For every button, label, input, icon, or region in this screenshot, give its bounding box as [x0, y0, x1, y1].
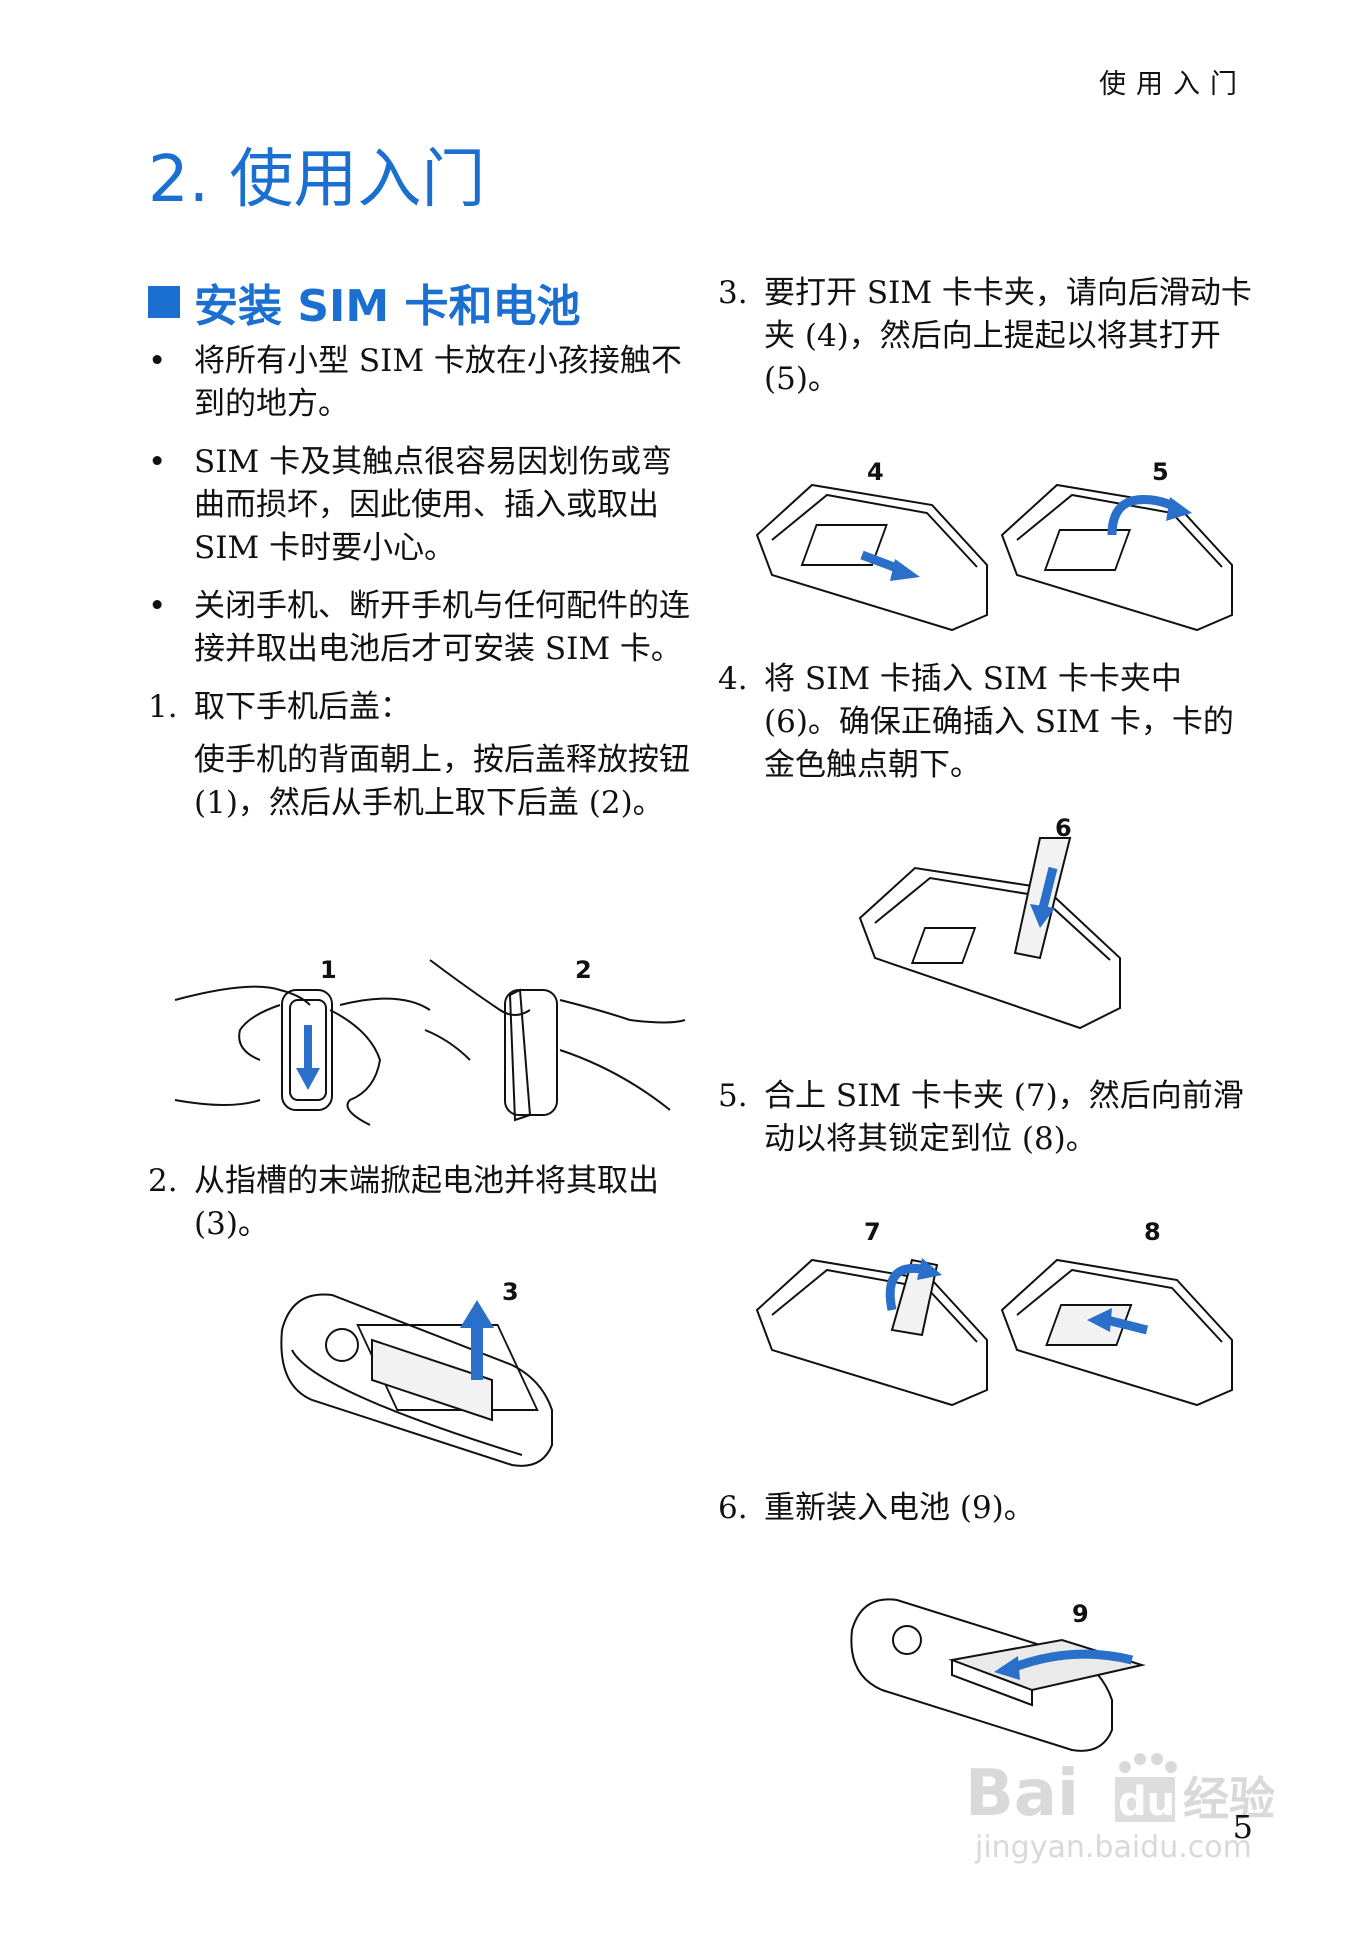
right-column-step6: 6. 重新装入电池 (9)。 — [718, 1487, 1258, 1530]
step-number: 4. — [718, 661, 748, 697]
step-text: 将 SIM 卡插入 SIM 卡卡夹中 (6)。确保正确插入 SIM 卡，卡的金色… — [764, 661, 1234, 783]
figure-remove-battery: 3 — [272, 1270, 592, 1480]
chapter-title: 2. 使用入门 — [148, 143, 486, 217]
figure-label: 1 — [320, 956, 337, 984]
section-title-text: 安装 SIM 卡和电池 — [194, 281, 581, 332]
step-text: 从指槽的末端掀起电池并将其取出 (3)。 — [194, 1163, 659, 1242]
list-item: 将所有小型 SIM 卡放在小孩接触不到的地方。 — [148, 340, 693, 426]
step-number: 6. — [718, 1490, 748, 1526]
figure-insert-sim: 6 — [855, 818, 1135, 1038]
running-header: 使用入门 — [1099, 69, 1247, 100]
step-3: 3. 要打开 SIM 卡卡夹，请向后滑动卡夹 (4)，然后向上提起以将其打开 (… — [718, 272, 1258, 401]
step-number: 2. — [148, 1163, 178, 1199]
right-column-step4: 4. 将 SIM 卡插入 SIM 卡卡夹中 (6)。确保正确插入 SIM 卡，卡… — [718, 658, 1258, 787]
list-item: 关闭手机、断开手机与任何配件的连接并取出电池后才可安装 SIM 卡。 — [148, 585, 693, 671]
precaution-list: 将所有小型 SIM 卡放在小孩接触不到的地方。 SIM 卡及其触点很容易因划伤或… — [148, 340, 693, 671]
figure-open-sim-holder: 4 5 — [752, 455, 1242, 635]
step-number: 1. — [148, 689, 178, 725]
figure-remove-cover: 1 2 — [170, 950, 690, 1130]
right-column-step3: 3. 要打开 SIM 卡卡夹，请向后滑动卡夹 (4)，然后向上提起以将其打开 (… — [718, 272, 1258, 401]
right-column-step5: 5. 合上 SIM 卡卡夹 (7)，然后向前滑动以将其锁定到位 (8)。 — [718, 1075, 1258, 1161]
figure-label: 9 — [1072, 1600, 1089, 1628]
step-1: 1. 取下手机后盖： 使手机的背面朝上，按后盖释放按钮 (1)，然后从手机上取下… — [148, 686, 693, 825]
step-6: 6. 重新装入电池 (9)。 — [718, 1487, 1258, 1530]
step-text: 重新装入电池 (9)。 — [764, 1490, 1035, 1526]
step-text: 取下手机后盖： — [194, 689, 411, 725]
step-text: 合上 SIM 卡卡夹 (7)，然后向前滑动以将其锁定到位 (8)。 — [764, 1078, 1244, 1157]
step-2: 2. 从指槽的末端掀起电池并将其取出 (3)。 — [148, 1160, 693, 1246]
step-number: 3. — [718, 275, 748, 311]
square-bullet-icon — [148, 286, 180, 318]
figure-close-sim-holder: 7 8 — [752, 1220, 1242, 1410]
left-column-step2: 2. 从指槽的末端掀起电池并将其取出 (3)。 — [148, 1160, 693, 1246]
watermark-brand: Bai — [965, 1757, 1079, 1831]
page-number: 5 — [1232, 1808, 1253, 1846]
baidu-watermark: Bai du 经验 jingyan.baidu.com — [965, 1745, 1295, 1879]
step-subtext: 使手机的背面朝上，按后盖释放按钮 (1)，然后从手机上取下后盖 (2)。 — [194, 742, 690, 821]
figure-label: 7 — [864, 1220, 881, 1246]
step-4: 4. 将 SIM 卡插入 SIM 卡卡夹中 (6)。确保正确插入 SIM 卡，卡… — [718, 658, 1258, 787]
list-item: SIM 卡及其触点很容易因划伤或弯曲而损坏，因此使用、插入或取出 SIM 卡时要… — [148, 441, 693, 570]
figure-label: 4 — [867, 458, 884, 486]
figure-install-battery: 9 — [842, 1580, 1152, 1760]
figure-label: 6 — [1055, 818, 1072, 842]
section-title: 安装 SIM 卡和电池 — [148, 270, 580, 334]
watermark-brand-cn: 经验 — [1183, 1772, 1275, 1826]
figure-label: 2 — [575, 956, 592, 984]
figure-label: 8 — [1144, 1220, 1161, 1246]
left-column: 将所有小型 SIM 卡放在小孩接触不到的地方。 SIM 卡及其触点很容易因划伤或… — [148, 340, 693, 825]
watermark-url: jingyan.baidu.com — [974, 1830, 1252, 1865]
step-5: 5. 合上 SIM 卡卡夹 (7)，然后向前滑动以将其锁定到位 (8)。 — [718, 1075, 1258, 1161]
watermark-brand-du: du — [1118, 1779, 1175, 1825]
step-text: 要打开 SIM 卡卡夹，请向后滑动卡夹 (4)，然后向上提起以将其打开 (5)。 — [764, 275, 1252, 397]
figure-label: 3 — [502, 1278, 519, 1306]
figure-label: 5 — [1152, 458, 1169, 486]
step-number: 5. — [718, 1078, 748, 1114]
